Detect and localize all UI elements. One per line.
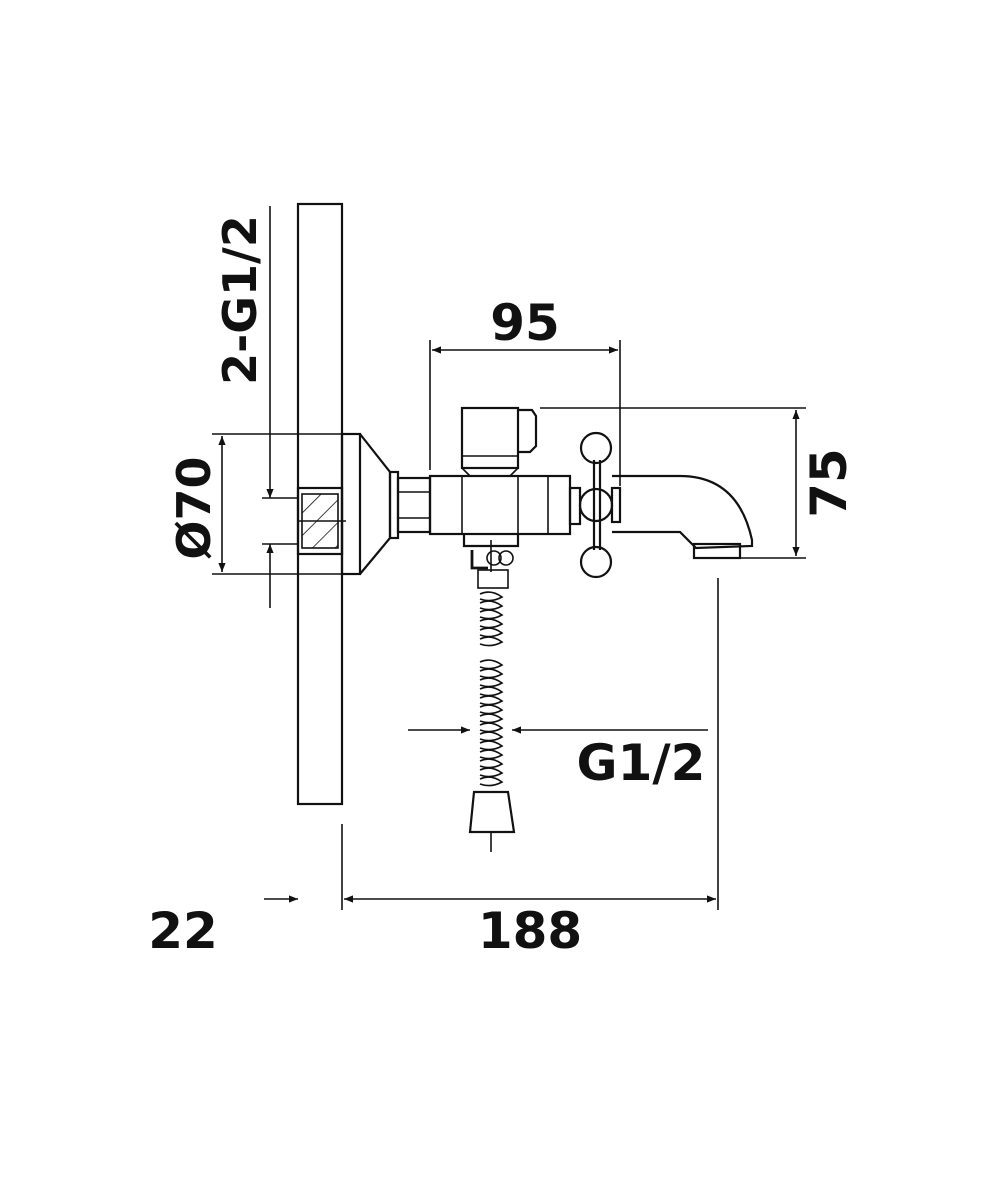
hose-coil: [479, 609, 504, 620]
hose-coil: [479, 618, 504, 629]
hose-coil: [479, 627, 504, 638]
handle-spacing-label: 95: [490, 294, 560, 352]
wall-section: [296, 202, 346, 806]
hose-thread-label: G1/2: [577, 734, 706, 792]
flange-diameter-label: Ø70: [167, 456, 221, 559]
mixer-body: [428, 406, 572, 548]
shower-hose: [468, 540, 516, 852]
hose-coil: [479, 600, 504, 611]
hose-coil: [479, 731, 504, 742]
dim-projection: 188: [341, 578, 719, 960]
hose-coil: [479, 749, 504, 760]
projection-label: 188: [478, 902, 582, 960]
dim-handle-spacing: 95: [429, 294, 621, 486]
spout-height-label: 75: [800, 448, 858, 518]
hose-coil: [479, 722, 504, 733]
dim-spout-height: 75: [540, 407, 858, 559]
hose-coil: [479, 758, 504, 769]
hose-coil: [479, 668, 504, 679]
hose-coil: [479, 636, 504, 647]
hose-coil: [479, 776, 504, 787]
wall-thickness-label: 22: [148, 902, 218, 960]
hose-coil: [479, 686, 504, 697]
wall-flange: [340, 432, 432, 576]
hose-coil: [479, 767, 504, 778]
spout: [612, 474, 754, 560]
thread-inlet-label: 2-G1/2: [213, 215, 267, 385]
hose-coil: [479, 659, 504, 670]
hose-coil: [479, 713, 504, 724]
hose-coil: [479, 677, 504, 688]
cross-handle: [568, 431, 622, 579]
hose-coil: [479, 591, 504, 602]
hose-coil: [479, 740, 504, 751]
dim-thread-inlet: 2-G1/2: [213, 206, 298, 608]
dim-flange-diameter: Ø70: [167, 433, 360, 575]
dim-wall-thickness: 22: [148, 895, 298, 960]
hose-coil: [479, 704, 504, 715]
hose-coil: [479, 695, 504, 706]
dim-hose-thread: G1/2: [408, 726, 708, 792]
